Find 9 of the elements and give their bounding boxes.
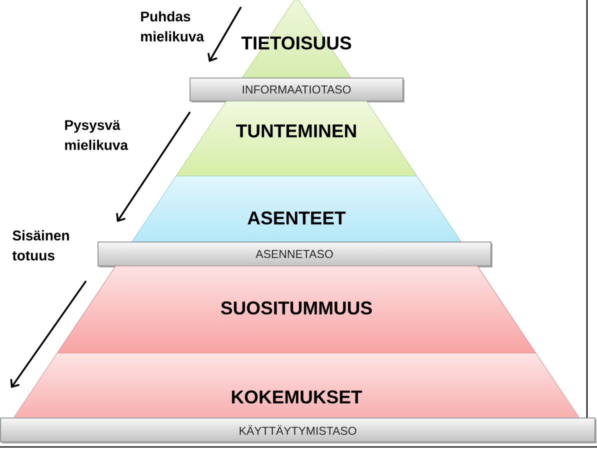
arrow xyxy=(116,112,191,222)
edge-label: Pysysvä mielikuva xyxy=(65,120,128,150)
level-bar: INFORMAATIOTASO xyxy=(190,78,404,102)
arrow-label: Puhdas mielikuva xyxy=(141,11,204,42)
level-bar: ASENNETASO xyxy=(98,242,492,268)
pyramid-layer: TIETOISUUS xyxy=(241,0,352,78)
edge-label: Sisäinen totuus xyxy=(12,230,69,260)
arrow xyxy=(10,280,87,388)
level-bar: KÄYTTÄYTYMISTASO xyxy=(0,418,596,444)
